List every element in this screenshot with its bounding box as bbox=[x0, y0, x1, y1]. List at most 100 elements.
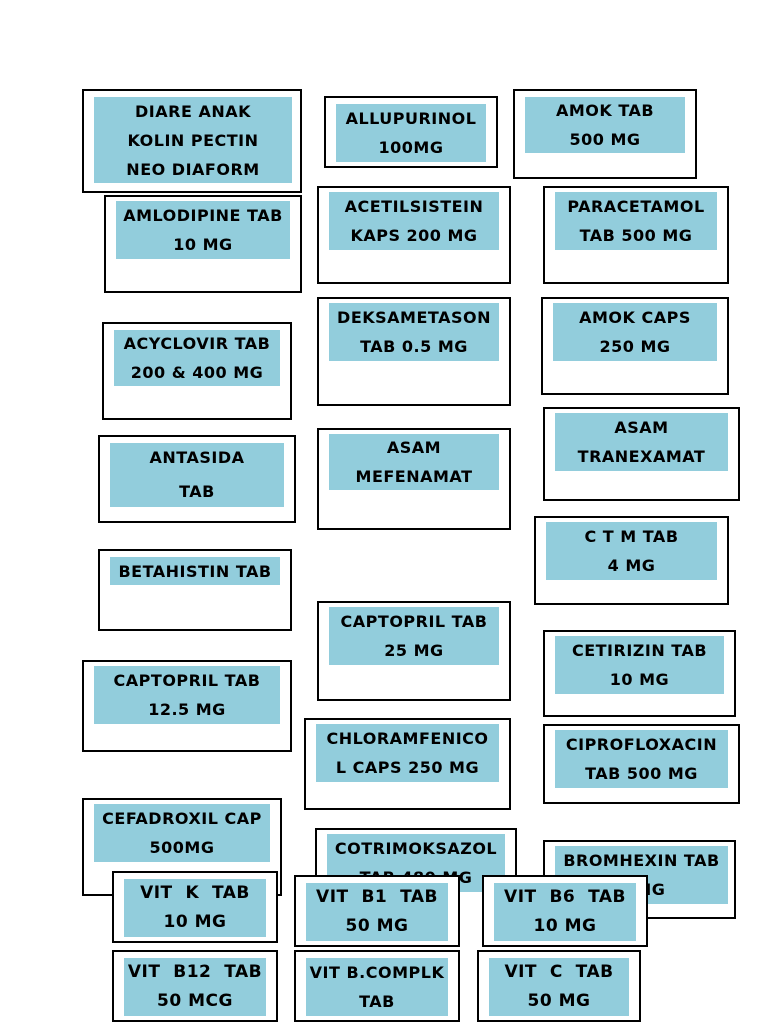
label-card: CHLORAMFENICO L CAPS 250 MG bbox=[304, 718, 511, 810]
label-vit-k: VIT K TAB 10 MG bbox=[124, 879, 266, 937]
label-card: VIT C TAB 50 MG bbox=[477, 950, 641, 1022]
label-card: ACYCLOVIR TAB 200 & 400 MG bbox=[102, 322, 292, 420]
label-line: TAB bbox=[359, 992, 395, 1011]
label-card: AMOK CAPS 250 MG bbox=[541, 297, 729, 395]
label-line: ACETILSISTEIN bbox=[344, 197, 484, 216]
label-line: 10 MG bbox=[173, 235, 233, 254]
label-acetilsistein: ACETILSISTEIN KAPS 200 MG bbox=[329, 192, 499, 250]
label-line: PARACETAMOL bbox=[567, 197, 705, 216]
label-card: VIT B12 TAB 50 MCG bbox=[112, 950, 278, 1022]
label-line: COTRIMOKSAZOL bbox=[334, 839, 498, 858]
label-card: ANTASIDA TAB bbox=[98, 435, 296, 523]
label-betahistin: BETAHISTIN TAB bbox=[110, 557, 280, 585]
label-line: MEFENAMAT bbox=[355, 467, 473, 486]
label-antasida: ANTASIDA TAB bbox=[110, 443, 284, 507]
label-line: AMOK TAB bbox=[555, 101, 655, 120]
label-card: BETAHISTIN TAB bbox=[98, 549, 292, 631]
label-line: NEO DIAFORM bbox=[126, 159, 260, 179]
label-line: TAB 0.5 MG bbox=[360, 337, 468, 356]
label-amlodipine-tab: AMLODIPINE TAB 10 MG bbox=[116, 201, 290, 259]
label-diare-anak: DIARE ANAK KOLIN PECTIN NEO DIAFORM bbox=[94, 97, 292, 183]
label-asam-mefenamat: ASAM MEFENAMAT bbox=[329, 434, 499, 490]
label-card: VIT B.COMPLK TAB bbox=[294, 950, 460, 1022]
label-line: 500 MG bbox=[569, 130, 641, 149]
label-line: DIARE ANAK bbox=[135, 101, 251, 121]
label-line: BETAHISTIN TAB bbox=[118, 561, 272, 581]
label-line: 10 MG bbox=[163, 912, 227, 932]
label-line: CAPTOPRIL TAB bbox=[113, 671, 261, 690]
label-line: AMOK CAPS bbox=[579, 308, 691, 327]
label-line: CEFADROXIL CAP bbox=[102, 809, 262, 828]
label-card: AMLODIPINE TAB 10 MG bbox=[104, 195, 302, 293]
label-card: DEKSAMETASON TAB 0.5 MG bbox=[317, 297, 511, 406]
label-line: 50 MG bbox=[527, 991, 591, 1011]
label-line: TAB 500 MG bbox=[579, 226, 693, 245]
label-line: CAPTOPRIL TAB bbox=[340, 612, 488, 631]
label-line: VIT K TAB bbox=[140, 883, 250, 903]
label-deksametason: DEKSAMETASON TAB 0.5 MG bbox=[329, 303, 499, 361]
label-card: CETIRIZIN TAB 10 MG bbox=[543, 630, 736, 717]
label-line: 50 MCG bbox=[157, 991, 233, 1011]
label-amok-tab: AMOK TAB 500 MG bbox=[525, 97, 685, 153]
label-line: AMLODIPINE TAB bbox=[123, 206, 283, 225]
label-card: CAPTOPRIL TAB 25 MG bbox=[317, 601, 511, 701]
label-line: C T M TAB bbox=[584, 527, 679, 546]
label-card: ASAM TRANEXAMAT bbox=[543, 407, 740, 501]
label-line: CETIRIZIN TAB bbox=[571, 641, 708, 660]
label-paracetamol: PARACETAMOL TAB 500 MG bbox=[555, 192, 717, 250]
label-vit-b1: VIT B1 TAB 50 MG bbox=[306, 883, 448, 941]
label-line: TAB 500 MG bbox=[585, 764, 698, 783]
label-card: PARACETAMOL TAB 500 MG bbox=[543, 186, 729, 284]
label-card: VIT B1 TAB 50 MG bbox=[294, 875, 460, 947]
label-line: ACYCLOVIR TAB bbox=[123, 334, 271, 353]
label-card: ALLUPURINOL 100MG bbox=[324, 96, 498, 168]
label-chloramfenicol: CHLORAMFENICO L CAPS 250 MG bbox=[316, 724, 499, 782]
label-line: L CAPS 250 MG bbox=[335, 758, 480, 777]
label-line: VIT B6 TAB bbox=[504, 887, 626, 907]
label-line: VIT B.COMPLK bbox=[309, 963, 445, 982]
label-line: ANTASIDA bbox=[149, 448, 245, 467]
label-line: 12.5 MG bbox=[148, 700, 226, 719]
label-allupurinol: ALLUPURINOL 100MG bbox=[336, 104, 486, 162]
label-line: KOLIN PECTIN bbox=[127, 130, 259, 150]
label-line: VIT B1 TAB bbox=[316, 887, 438, 907]
label-card: CIPROFLOXACIN TAB 500 MG bbox=[543, 724, 740, 804]
label-card: VIT B6 TAB 10 MG bbox=[482, 875, 648, 947]
label-card: VIT K TAB 10 MG bbox=[112, 871, 278, 943]
label-vit-c: VIT C TAB 50 MG bbox=[489, 958, 629, 1016]
label-asam-tranexamat: ASAM TRANEXAMAT bbox=[555, 413, 728, 471]
label-card: AMOK TAB 500 MG bbox=[513, 89, 697, 179]
label-line: 10 MG bbox=[533, 916, 597, 936]
label-card: ACETILSISTEIN KAPS 200 MG bbox=[317, 186, 511, 284]
label-amok-caps: AMOK CAPS 250 MG bbox=[553, 303, 717, 361]
label-vit-bcomplk: VIT B.COMPLK TAB bbox=[306, 958, 448, 1016]
label-line: KAPS 200 MG bbox=[350, 226, 478, 245]
label-ciprofloxacin: CIPROFLOXACIN TAB 500 MG bbox=[555, 730, 728, 788]
label-line: DEKSAMETASON bbox=[337, 308, 491, 327]
label-line: BROMHEXIN TAB bbox=[563, 851, 720, 870]
label-line: 50 MG bbox=[345, 916, 409, 936]
label-cetirizin: CETIRIZIN TAB 10 MG bbox=[555, 636, 724, 694]
label-line: TRANEXAMAT bbox=[577, 447, 706, 466]
label-card: DIARE ANAK KOLIN PECTIN NEO DIAFORM bbox=[82, 89, 302, 193]
label-line: 25 MG bbox=[384, 641, 444, 660]
label-line: CHLORAMFENICO bbox=[326, 729, 489, 748]
label-line: 4 MG bbox=[607, 556, 656, 575]
label-line: 500MG bbox=[149, 838, 215, 857]
label-line: 250 MG bbox=[599, 337, 671, 356]
label-cefadroxil: CEFADROXIL CAP 500MG bbox=[94, 804, 270, 862]
label-line: CIPROFLOXACIN bbox=[565, 735, 718, 754]
label-line: TAB bbox=[179, 482, 215, 501]
label-card: ASAM MEFENAMAT bbox=[317, 428, 511, 530]
label-line: ASAM bbox=[386, 438, 442, 457]
label-line: ALLUPURINOL bbox=[345, 109, 477, 128]
label-ctm-tab: C T M TAB 4 MG bbox=[546, 522, 717, 580]
label-line: 200 & 400 MG bbox=[130, 363, 264, 382]
label-vit-b12: VIT B12 TAB 50 MCG bbox=[124, 958, 266, 1016]
label-line: 100MG bbox=[378, 138, 444, 157]
label-line: ASAM bbox=[614, 418, 669, 437]
label-captopril-12: CAPTOPRIL TAB 12.5 MG bbox=[94, 666, 280, 724]
label-captopril-25: CAPTOPRIL TAB 25 MG bbox=[329, 607, 499, 665]
label-acyclovir: ACYCLOVIR TAB 200 & 400 MG bbox=[114, 330, 280, 386]
label-vit-b6: VIT B6 TAB 10 MG bbox=[494, 883, 636, 941]
